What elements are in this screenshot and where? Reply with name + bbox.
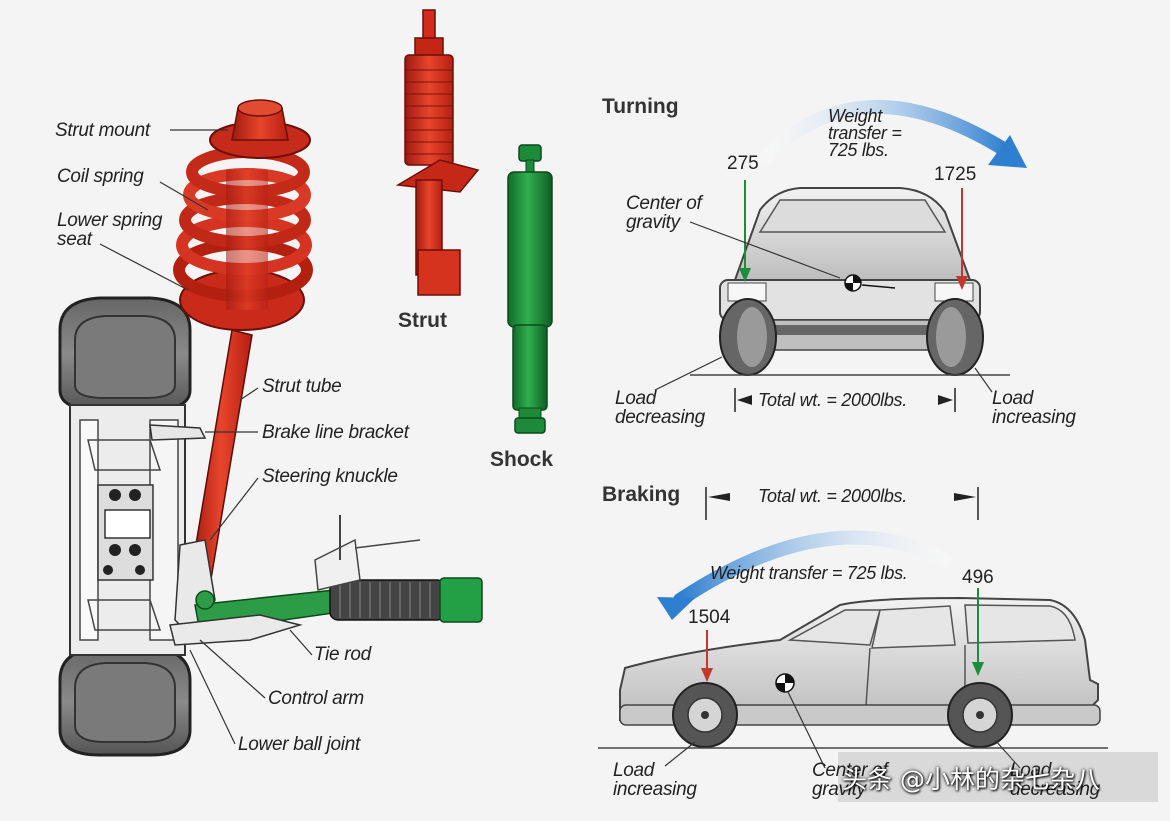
braking-front-load: 1504 bbox=[688, 607, 731, 628]
turning-load-decreasing-line2: decreasing bbox=[615, 407, 705, 428]
label-shock: Shock bbox=[490, 448, 554, 471]
standalone-shock bbox=[507, 144, 553, 434]
turning-weight-transfer-line1: Weight bbox=[828, 106, 882, 126]
turning-load-decreasing: Load decreasing bbox=[615, 389, 705, 427]
strut-assembly bbox=[173, 99, 313, 586]
turning-load-increasing: Load increasing bbox=[992, 389, 1076, 427]
turning-total-weight: Total wt. = 2000lbs. bbox=[758, 390, 907, 410]
turning-weight-transfer: Weight transfer = 725 lbs. bbox=[828, 106, 902, 160]
braking-cog-line2: gravity bbox=[812, 779, 866, 800]
turning-right-load: 1725 bbox=[934, 164, 977, 185]
braking-weight-transfer: Weight transfer = 725 lbs. bbox=[710, 563, 908, 583]
braking-rear-load: 496 bbox=[962, 567, 994, 588]
braking-load-increasing-line1: Load bbox=[613, 760, 655, 781]
label-lower-spring-seat: Lower spring seat bbox=[57, 211, 162, 249]
label-strut: Strut bbox=[398, 309, 447, 332]
braking-cog-line1: Center of bbox=[812, 760, 888, 781]
braking-load-increasing: Load increasing bbox=[613, 761, 697, 799]
label-strut-mount: Strut mount bbox=[55, 120, 150, 141]
braking-load-decreasing: Load decreasing bbox=[1010, 761, 1100, 799]
turning-cog-line2: gravity bbox=[626, 212, 680, 233]
turning-left-load: 275 bbox=[727, 153, 759, 174]
label-control-arm: Control arm bbox=[268, 688, 364, 709]
label-lower-spring-seat-line1: Lower spring bbox=[57, 210, 163, 231]
braking-center-of-gravity: Center of gravity bbox=[812, 760, 888, 800]
turning-load-increasing-line2: increasing bbox=[992, 407, 1076, 428]
turning-load-increasing-line1: Load bbox=[992, 388, 1034, 409]
turning-weight-transfer-line3: 725 lbs. bbox=[828, 140, 889, 160]
turning-title: Turning bbox=[602, 95, 679, 118]
steering-linkage bbox=[169, 515, 483, 646]
label-strut-tube: Strut tube bbox=[262, 376, 342, 397]
braking-load-increasing-line2: increasing bbox=[613, 779, 697, 800]
label-steering-knuckle: Steering knuckle bbox=[262, 466, 398, 487]
turning-weight-transfer-line2: transfer = bbox=[828, 123, 902, 143]
braking-load-decreasing-line1: Load bbox=[1010, 760, 1052, 781]
label-tie-rod: Tie rod bbox=[314, 644, 371, 665]
watermark: 头条 @小林的杂七杂八 bbox=[842, 765, 1100, 794]
braking-title: Braking bbox=[602, 483, 681, 506]
turning-load-decreasing-line1: Load bbox=[615, 388, 657, 409]
label-brake-line-bracket: Brake line bracket bbox=[262, 422, 409, 443]
standalone-strut bbox=[395, 9, 480, 296]
braking-diagram bbox=[598, 487, 1108, 769]
turning-diagram bbox=[654, 99, 1027, 412]
wheel-assembly bbox=[58, 296, 207, 757]
left-leader-lines bbox=[99, 129, 313, 745]
turning-center-of-gravity: Center of gravity bbox=[626, 193, 702, 233]
turning-cog-line1: Center of bbox=[626, 193, 702, 214]
braking-total-weight: Total wt. = 2000lbs. bbox=[758, 486, 907, 506]
label-coil-spring: Coil spring bbox=[57, 166, 144, 187]
label-lower-ball-joint: Lower ball joint bbox=[238, 734, 360, 755]
watermark-backdrop bbox=[838, 752, 1158, 802]
braking-load-decreasing-line2: decreasing bbox=[1010, 779, 1100, 800]
label-lower-spring-seat-line2: seat bbox=[57, 229, 92, 250]
